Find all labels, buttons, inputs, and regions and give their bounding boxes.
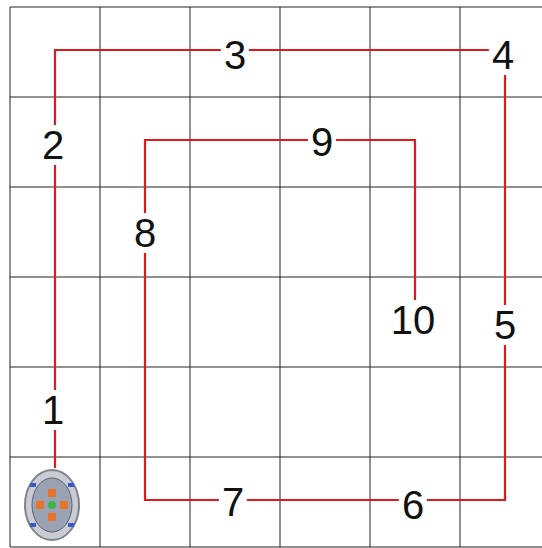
robot-button (48, 489, 56, 497)
robot-icon (25, 470, 79, 540)
grid-line (10, 187, 542, 188)
robot-button (36, 501, 44, 509)
callout-number: 3 (221, 35, 249, 75)
callout-number: 9 (308, 122, 336, 162)
callout-number: 10 (388, 300, 439, 340)
grid-line (10, 97, 542, 98)
robot-route (55, 50, 505, 500)
robot-body (25, 470, 79, 540)
callout-number: 6 (399, 485, 427, 525)
robot-shell (32, 478, 72, 532)
robot-button (30, 483, 36, 487)
robot-button (68, 523, 74, 527)
robot-button (68, 483, 74, 487)
grid-lines (10, 7, 542, 547)
grid-line (10, 7, 542, 8)
grid-line (10, 547, 542, 548)
grid-line (10, 457, 542, 458)
callout-number: 4 (489, 35, 517, 75)
callout-number: 5 (491, 305, 519, 345)
grid-line (10, 367, 542, 368)
robot-button (30, 523, 36, 527)
robot-button (60, 501, 68, 509)
callout-number: 8 (131, 213, 159, 253)
grid-line (10, 277, 542, 278)
callout-number: 1 (39, 390, 67, 430)
callout-number: 7 (219, 482, 247, 522)
robot-button (48, 501, 56, 509)
robot-button (48, 513, 56, 521)
callout-number: 2 (39, 125, 67, 165)
route-line (55, 50, 505, 500)
